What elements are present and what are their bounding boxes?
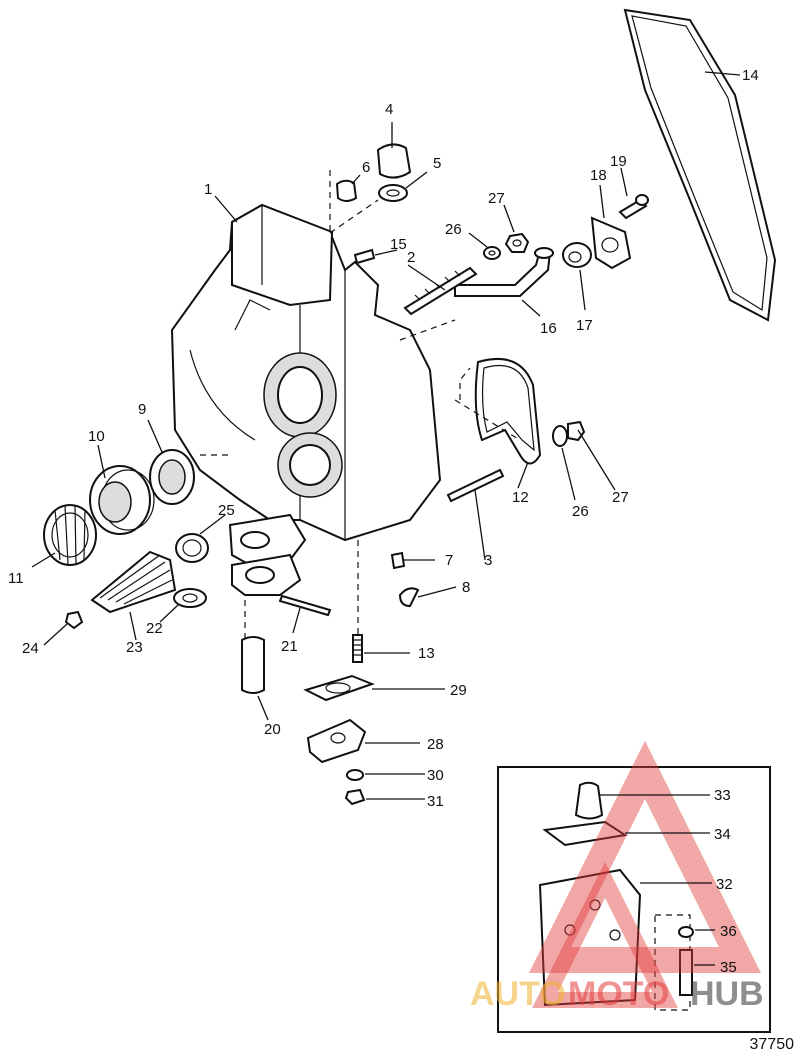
- callout-26-upper: 26: [445, 221, 462, 238]
- callout-29: 29: [450, 682, 467, 699]
- callout-10: 10: [88, 428, 105, 445]
- seal-17: [562, 242, 592, 268]
- pin-20: [241, 636, 265, 694]
- watermark-auto: AUTO: [470, 975, 566, 1013]
- stud-13: [352, 634, 363, 663]
- callout-28: 28: [427, 736, 444, 753]
- callout-19: 19: [610, 153, 627, 170]
- callout-9: 9: [138, 401, 146, 418]
- block-28: [306, 718, 367, 764]
- water-tube: [454, 247, 554, 297]
- callout-6: 6: [362, 159, 370, 176]
- callout-33: 33: [714, 787, 731, 804]
- figure-number: 37750: [749, 1036, 795, 1053]
- callout-26-lower: 26: [572, 503, 589, 520]
- gasket-29: [303, 674, 375, 702]
- stud-15: [353, 248, 376, 265]
- bolt-21: [278, 594, 332, 617]
- nut-24: [64, 610, 84, 630]
- callout-31: 31: [427, 793, 444, 810]
- callout-22: 22: [146, 620, 163, 637]
- cap-4: [376, 143, 412, 179]
- callout-23: 23: [126, 639, 143, 656]
- callout-3: 3: [484, 552, 492, 569]
- callout-15: 15: [390, 236, 407, 253]
- bearing-10: [89, 465, 155, 535]
- callout-24: 24: [22, 640, 39, 657]
- seal-5: [378, 184, 408, 202]
- gimbal-housing: [170, 203, 442, 596]
- callout-25: 25: [218, 502, 235, 519]
- nut-31: [344, 788, 366, 806]
- leader-lines: [31, 71, 741, 966]
- callout-35: 35: [720, 959, 737, 976]
- gasket-12: [474, 357, 542, 465]
- callout-27-lower: 27: [612, 489, 629, 506]
- washer-22: [173, 588, 207, 608]
- ring-25: [175, 533, 209, 563]
- alignment-lines: [200, 170, 521, 640]
- callout-34: 34: [714, 826, 731, 843]
- callout-8: 8: [462, 579, 470, 596]
- callout-18: 18: [590, 167, 607, 184]
- bearing-11: [43, 504, 97, 566]
- washer-30: [346, 769, 364, 781]
- boot-23: [90, 550, 177, 614]
- callout-16: 16: [540, 320, 557, 337]
- callout-11: 11: [8, 570, 24, 587]
- callout-7: 7: [445, 552, 453, 569]
- callout-30: 30: [427, 767, 444, 784]
- inset-box: [497, 766, 771, 1033]
- callout-labels: 1 2 3 4 5 6 7 8 9 10 11 12 13 14 15 16 1…: [8, 67, 759, 976]
- nut-27-upper: [504, 232, 530, 253]
- callout-4: 4: [385, 101, 393, 118]
- callout-36: 36: [720, 923, 737, 940]
- callout-5: 5: [433, 155, 441, 172]
- large-gasket-14: [623, 8, 777, 322]
- clip-8: [398, 587, 420, 608]
- watermark-moto: MOTO: [568, 975, 669, 1013]
- callout-21: 21: [281, 638, 298, 655]
- callout-27-upper: 27: [488, 190, 505, 207]
- callout-12: 12: [512, 489, 529, 506]
- callout-13: 13: [418, 645, 435, 662]
- screw-7: [390, 551, 406, 570]
- callout-32: 32: [716, 876, 733, 893]
- washer-26-upper: [483, 246, 501, 260]
- stud-3: [446, 468, 505, 503]
- nut-27-lower: [567, 420, 586, 442]
- flange-18: [590, 216, 632, 270]
- watermark-hub: HUB: [690, 975, 764, 1013]
- seal-9: [149, 449, 195, 505]
- callout-2: 2: [407, 249, 415, 266]
- callout-14: 14: [742, 67, 759, 84]
- screw-19: [618, 194, 649, 220]
- callout-17: 17: [576, 317, 593, 334]
- washer-26-lower: [552, 425, 568, 447]
- callout-1: 1: [204, 181, 212, 198]
- callout-20: 20: [264, 721, 281, 738]
- watermark: AUTO MOTO HUB: [470, 740, 764, 1013]
- cap-6: [335, 179, 358, 202]
